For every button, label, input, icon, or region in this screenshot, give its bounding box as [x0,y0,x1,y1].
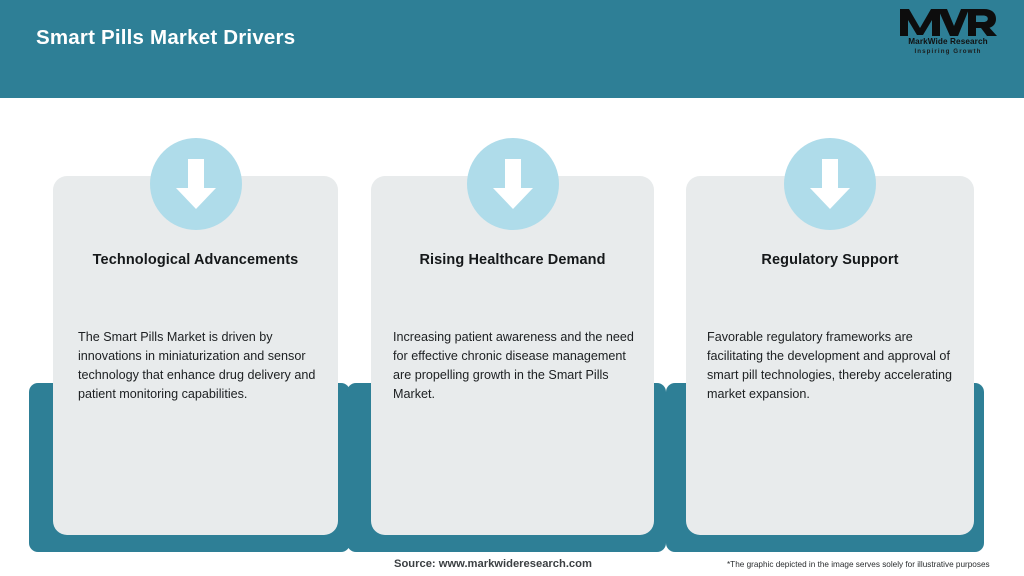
down-arrow-icon [784,138,876,230]
card-description: Increasing patient awareness and the nee… [393,330,634,402]
card-description: Favorable regulatory frameworks are faci… [707,330,953,402]
page-title: Smart Pills Market Drivers [36,26,296,49]
header-bar: Smart Pills Market Drivers MarkWide Rese… [0,0,1024,98]
driver-card-1[interactable]: Technological Advancements The Smart Pil… [29,138,350,552]
logo-company-name: MarkWide Research [908,37,988,46]
logo-tagline: Inspiring Growth [914,47,982,55]
card-surface: Rising Healthcare Demand Increasing pati… [371,176,654,535]
card-title: Rising Healthcare Demand [419,252,606,268]
brand-logo: MarkWide Research Inspiring Growth [890,6,1006,60]
card-description: The Smart Pills Market is driven by inno… [78,330,316,402]
card-title: Regulatory Support [761,252,899,268]
card-title: Technological Advancements [92,252,299,268]
down-arrow-glyph [492,159,533,209]
down-arrow-glyph [810,159,850,209]
mwr-monogram-icon [900,9,997,36]
disclaimer-label: *The graphic depicted in the image serve… [727,560,990,569]
down-arrow-glyph [175,159,216,209]
source-label: Source: www.markwideresearch.com [394,558,592,570]
down-arrow-icon [149,138,242,230]
driver-card-3[interactable]: Regulatory Support Favorable regulatory … [666,138,984,552]
card-surface: Technological Advancements The Smart Pil… [53,176,338,535]
driver-card-2[interactable]: Rising Healthcare Demand Increasing pati… [347,138,666,552]
down-arrow-icon [466,138,559,230]
card-surface: Regulatory Support Favorable regulatory … [686,176,974,535]
